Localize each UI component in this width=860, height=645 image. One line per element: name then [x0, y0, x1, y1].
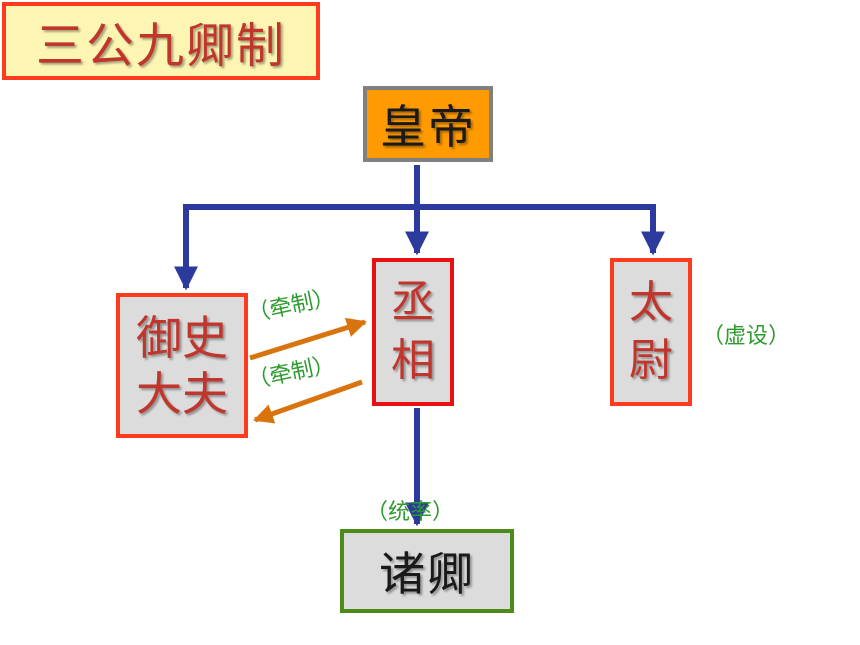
zhuqing-node: 诸卿: [340, 529, 514, 613]
chengxiang-label-line1: 丞: [391, 277, 435, 328]
diagram-title: 三公九卿制: [2, 2, 320, 80]
emperor-to-taiwei-arrow: [417, 204, 665, 256]
yushi-label-line1: 御史: [136, 310, 228, 365]
chengxiang-node: 丞 相: [372, 258, 454, 406]
taiwei-label-line2: 尉: [629, 335, 673, 386]
taiwei-label-line1: 太: [629, 277, 673, 328]
mutual-check-arrows: [249, 317, 367, 424]
emperor-to-yushi-arrow: [174, 204, 417, 291]
taiwei-node: 太 尉: [610, 258, 692, 406]
hierarchy-connectors: [174, 165, 665, 527]
yushi-label-line2: 大夫: [136, 366, 228, 421]
xushe-note: （虚设）: [702, 324, 791, 349]
chengxiang-to-yushi-arrow: [253, 379, 363, 424]
yushi-to-chengxiang-arrow: [249, 317, 367, 361]
tonglv-note: （统率）: [366, 500, 455, 525]
chengxiang-label-line2: 相: [391, 335, 435, 386]
emperor-node: 皇帝: [363, 86, 493, 162]
yushi-dafu-node: 御史 大夫: [116, 293, 248, 438]
